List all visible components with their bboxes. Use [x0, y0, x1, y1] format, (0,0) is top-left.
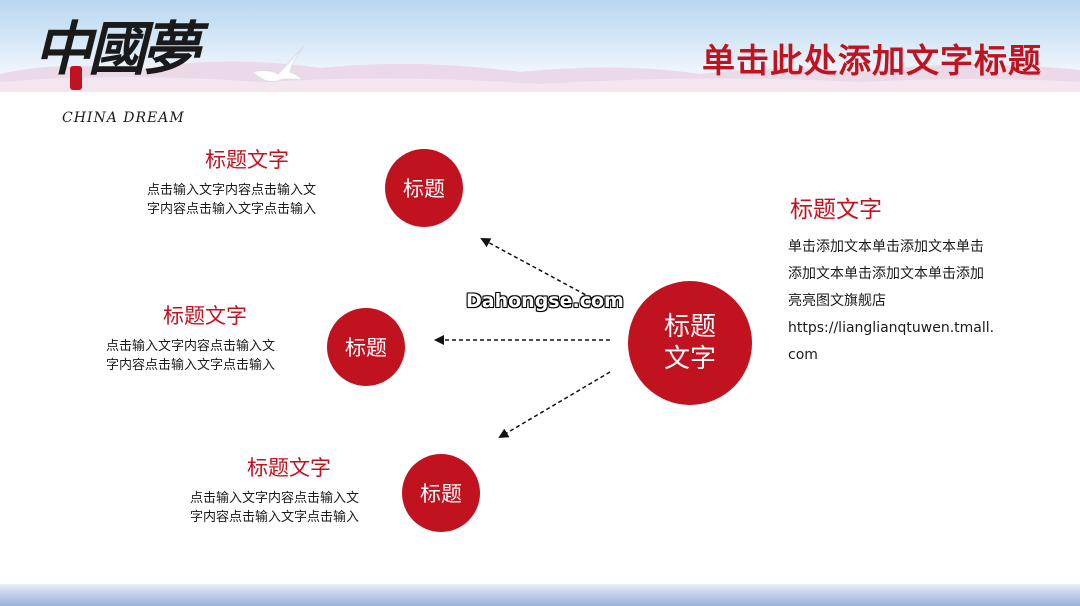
logo-seal — [70, 66, 82, 90]
page-title[interactable]: 单击此处添加文字标题 — [702, 41, 1042, 80]
right-body[interactable]: 单击添加文本单击添加文本单击 添加文本单击添加文本单击添加 亮亮图文旗舰店 ht… — [788, 234, 1018, 369]
right-line-2: 添加文本单击添加文本单击添加 — [788, 266, 984, 282]
logo-main-text: 中國夢 — [34, 15, 200, 83]
item-1-title[interactable]: 标题文字 — [205, 148, 289, 172]
header-hills — [0, 61, 1080, 92]
item-2-title[interactable]: 标题文字 — [163, 304, 247, 328]
header-banner — [0, 0, 1080, 92]
item-3-circle[interactable]: 标题 — [402, 454, 480, 532]
item-3-title[interactable]: 标题文字 — [247, 456, 331, 480]
item-3-desc[interactable]: 点击输入文字内容点击输入文 字内容点击输入文字点击输入 — [190, 491, 360, 525]
dove-icon — [250, 45, 305, 83]
center-line-1: 标题 — [663, 312, 716, 342]
arrow-to-item-1 — [480, 238, 611, 309]
center-circle[interactable]: 标题 文字 — [628, 281, 752, 405]
right-line-5: com — [788, 347, 818, 363]
item-2-circle[interactable]: 标题 — [327, 308, 405, 386]
footer-banner — [0, 584, 1080, 606]
item-1-desc[interactable]: 点击输入文字内容点击输入文 字内容点击输入文字点击输入 — [147, 183, 317, 217]
logo-sub-text: CHINA DREAM — [62, 110, 185, 126]
item-2-desc[interactable]: 点击输入文字内容点击输入文 字内容点击输入文字点击输入 — [106, 339, 276, 373]
right-line-1: 单击添加文本单击添加文本单击 — [788, 239, 984, 255]
logo: 中國夢 CHINA DREAM — [30, 14, 305, 134]
center-line-2: 文字 — [663, 344, 716, 374]
right-title[interactable]: 标题文字 — [790, 197, 882, 223]
right-line-3: 亮亮图文旗舰店 — [788, 293, 886, 309]
item-1-circle[interactable]: 标题 — [385, 149, 463, 227]
right-line-4: https://lianglianqtuwen.tmall. — [788, 320, 995, 336]
arrow-to-item-3 — [498, 371, 611, 439]
watermark: Dahongse.com — [466, 290, 624, 312]
